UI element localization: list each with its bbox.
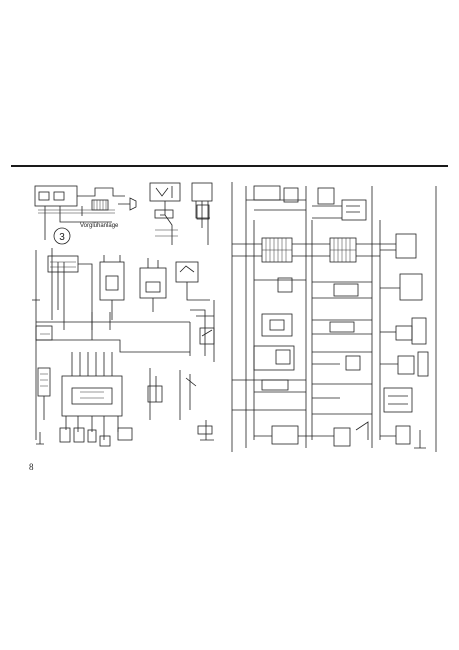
right-wiring-diagram: [231, 182, 437, 452]
relay-module: [99, 261, 125, 301]
preheat-relay-box: [34, 185, 78, 207]
relay-contact: [38, 191, 50, 201]
relay-box: [47, 255, 79, 273]
relay-box: [147, 385, 163, 403]
page-number: 8: [29, 462, 34, 472]
relay-box: [271, 425, 299, 445]
control-unit: [139, 267, 167, 299]
relay-contact: [53, 191, 65, 201]
switch-box: [395, 233, 417, 259]
glow-plug-symbol: [118, 197, 137, 211]
control-unit: [383, 387, 413, 413]
control-unit: [341, 199, 367, 221]
control-unit: [261, 313, 293, 337]
diagram-caption: Vorglühanlage: [80, 223, 119, 229]
relay-module: [253, 345, 295, 371]
fuse-box: [35, 325, 53, 341]
battery-box: [37, 367, 51, 397]
main-control-unit: [61, 375, 123, 417]
relay-box: [399, 273, 423, 301]
switch-module: [175, 261, 199, 283]
circle-label: 3: [59, 232, 65, 243]
circle-marker: [53, 227, 71, 245]
left-wiring-diagram: 3 Vorglühanlage: [32, 182, 215, 447]
switch-box: [191, 182, 213, 202]
page-top-rule: [11, 165, 448, 167]
